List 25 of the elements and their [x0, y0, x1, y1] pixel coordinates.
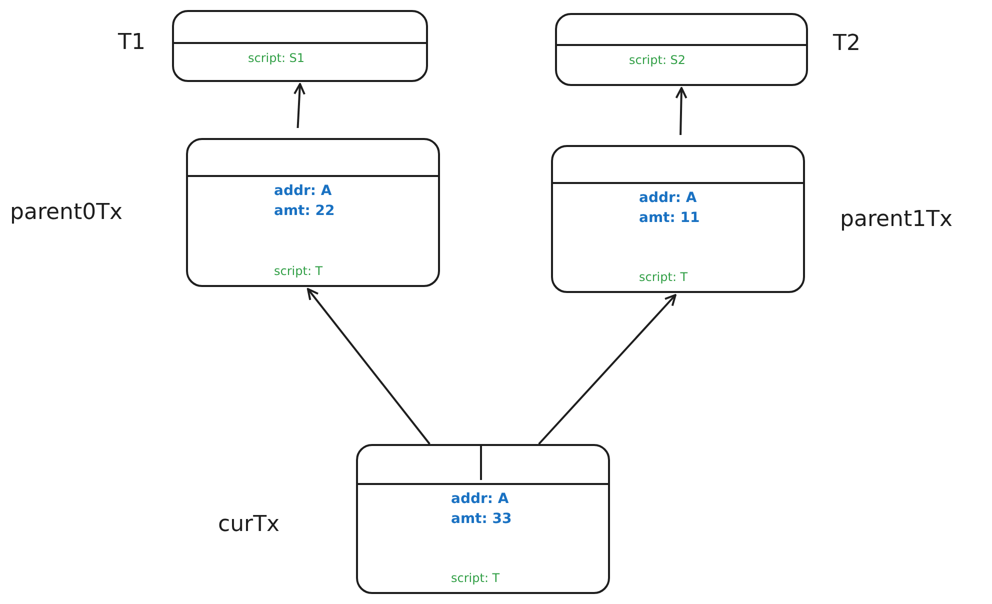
script-text: script: T — [451, 570, 500, 586]
script-text: script: T — [639, 269, 688, 285]
field-text: amt: 33 — [451, 510, 512, 529]
arrow — [538, 294, 676, 445]
record-box — [555, 13, 808, 86]
script-text: script: S2 — [629, 52, 686, 68]
field-text: addr: A — [639, 189, 697, 208]
record-box — [186, 138, 440, 287]
field-text: amt: 11 — [639, 209, 700, 228]
field-text: addr: A — [274, 182, 332, 201]
node-caption: parent1Tx — [840, 207, 953, 232]
script-text: script: S1 — [248, 50, 305, 66]
node-caption: curTx — [218, 512, 280, 537]
script-text: script: T — [274, 263, 323, 279]
node-caption: parent0Tx — [10, 200, 123, 225]
arrow — [306, 288, 430, 445]
field-text: addr: A — [451, 490, 509, 509]
arrow — [675, 87, 688, 136]
node-caption: T2 — [833, 31, 860, 56]
node-caption: T1 — [118, 30, 146, 55]
record-box — [551, 145, 805, 293]
arrow — [294, 83, 306, 128]
record-box — [172, 10, 428, 82]
field-text: amt: 22 — [274, 202, 335, 221]
record-box — [356, 444, 610, 594]
